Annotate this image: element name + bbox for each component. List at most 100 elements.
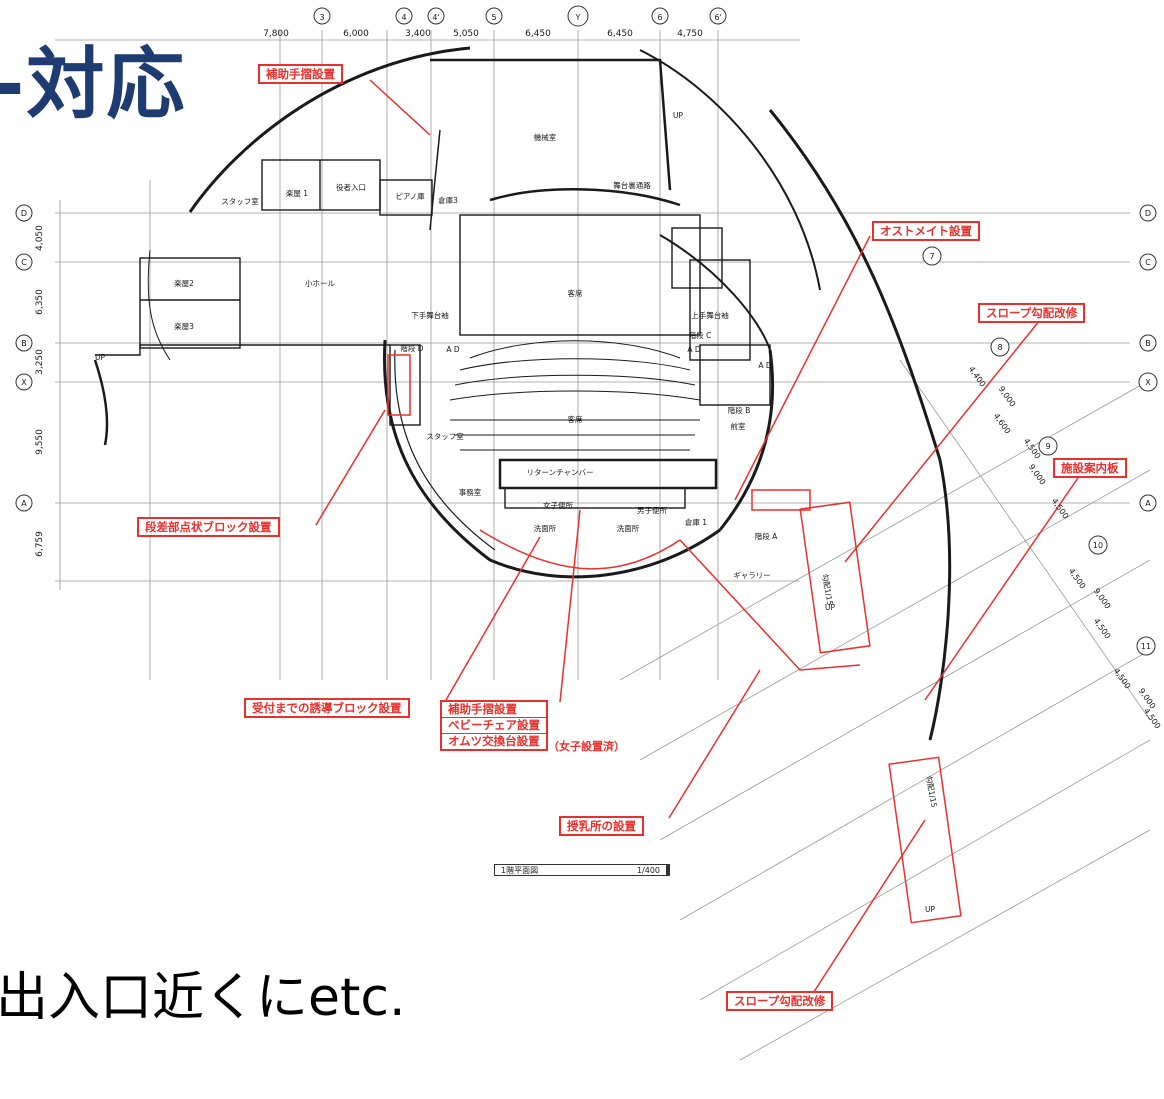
room-label: 洗面所 bbox=[617, 523, 640, 533]
room-label: 役者入口 bbox=[336, 182, 366, 192]
callout-guide-block: 受付までの誘導ブロック設置 bbox=[244, 698, 410, 718]
room-label: UP bbox=[673, 111, 683, 120]
room-label: 階段 C bbox=[689, 330, 712, 340]
room-label: 楽屋 1 bbox=[286, 188, 308, 198]
red-annotations bbox=[315, 79, 1081, 999]
top-dimension-label: 3,400 bbox=[405, 29, 431, 39]
room-label: 勾配1/15 bbox=[924, 775, 939, 808]
left-dimension-label: 6,759 bbox=[35, 531, 45, 557]
callout-ostomate: オストメイト設置 bbox=[872, 221, 980, 241]
diagonal-dimension-label: 9,000 bbox=[1092, 587, 1113, 611]
diagonal-grid-label: 10 bbox=[1093, 541, 1103, 550]
room-label: スタッフ室 bbox=[221, 196, 259, 206]
callout-slope-top: スロープ勾配改修 bbox=[978, 303, 1086, 323]
left-grid-label: C bbox=[21, 258, 27, 267]
callout-guide-board: 施設案内板 bbox=[1053, 458, 1127, 478]
diagonal-dimension-label: 9,000 bbox=[1027, 463, 1048, 487]
right-grid-label: C bbox=[1145, 258, 1151, 267]
room-label: 小ホール bbox=[305, 279, 335, 288]
room-label: 客席 bbox=[568, 288, 583, 298]
left-dimension-label: 9,550 bbox=[35, 429, 45, 455]
seating-rows bbox=[449, 340, 701, 451]
room-label: UP bbox=[95, 353, 105, 362]
top-grid-label: Y bbox=[575, 13, 581, 22]
left-grid-label: D bbox=[21, 209, 27, 218]
diagonal-grid-label: 9 bbox=[1045, 442, 1050, 451]
room-label: 倉庫3 bbox=[438, 195, 458, 205]
top-grid-label: 4 bbox=[401, 13, 406, 22]
top-dimension-label: 6,450 bbox=[607, 29, 633, 39]
top-dimension-label: 5,050 bbox=[453, 29, 479, 39]
diagonal-grid-label: 11 bbox=[1141, 642, 1151, 651]
room-label: 楽屋3 bbox=[174, 321, 194, 331]
restroom-item-diaper-table: オムツ交換台設置 bbox=[448, 734, 540, 748]
building-outline bbox=[147, 46, 952, 741]
restroom-item-handrail: 補助手摺設置 bbox=[442, 702, 546, 718]
left-grid-label: B bbox=[21, 339, 27, 348]
left-dimension-label: 3,250 bbox=[35, 349, 45, 375]
callout-tactile-steps: 段差部点状ブロック設置 bbox=[137, 517, 280, 537]
callout-restroom-group: 補助手摺設置 ベビーチェア設置 オムツ交換台設置 bbox=[440, 700, 548, 751]
top-grid-label: 6' bbox=[714, 13, 721, 22]
room-label: 階段 A bbox=[755, 531, 778, 541]
plan-title: 1階平面図 bbox=[501, 865, 539, 875]
room-label: 勾配1/15 bbox=[820, 573, 835, 606]
callout-slope-bottom: スロープ勾配改修 bbox=[726, 991, 834, 1011]
top-grid-label: 4' bbox=[432, 13, 439, 22]
room-label: 舞台裏通路 bbox=[613, 180, 651, 190]
room-label: A D bbox=[758, 361, 772, 370]
room-label: 女子便所 bbox=[543, 500, 573, 510]
room-label: 客席 bbox=[568, 414, 583, 424]
top-dimension-label: 7,800 bbox=[263, 29, 289, 39]
right-grid-label: D bbox=[1145, 209, 1151, 218]
left-dimension-label: 6,350 bbox=[35, 289, 45, 315]
diagonal-dimension-label: 4,500 bbox=[1092, 617, 1113, 641]
diagonal-grid bbox=[619, 359, 1151, 1061]
plan-title-block: 1階平面図 1/400 bbox=[494, 864, 670, 876]
room-label: 下手舞台袖 bbox=[411, 310, 449, 320]
room-label: A D bbox=[446, 345, 460, 354]
room-label: 男子便所 bbox=[637, 505, 667, 515]
top-grid-bubbles bbox=[313, 5, 727, 27]
diagonal-dimension-label: 4,500 bbox=[1112, 667, 1133, 691]
top-dimension-label: 6,000 bbox=[343, 29, 369, 39]
diagonal-dimension-label: 4,400 bbox=[967, 365, 988, 389]
diagonal-dimension-label: 4,600 bbox=[992, 412, 1013, 436]
right-grid-label: A bbox=[1145, 499, 1151, 508]
diagonal-dimension-label: 4,500 bbox=[1067, 567, 1088, 591]
left-dimension-label: 4,050 bbox=[35, 225, 45, 251]
restroom-item-baby-chair: ベビーチェア設置 bbox=[442, 718, 546, 734]
top-grid-label: 3 bbox=[319, 13, 324, 22]
plan-scale: 1/400 bbox=[636, 865, 660, 875]
room-label: UP bbox=[825, 603, 835, 612]
left-grid-label: A bbox=[21, 499, 27, 508]
room-label: 洗面所 bbox=[534, 523, 557, 533]
room-label: 前室 bbox=[731, 421, 746, 431]
diagonal-dimension-label: 4,500 bbox=[1050, 497, 1071, 521]
slide-title-fragment: -対応 bbox=[0, 40, 187, 130]
right-grid-label: B bbox=[1145, 339, 1151, 348]
top-grid-label: 5 bbox=[491, 13, 496, 22]
top-dimension-label: 4,750 bbox=[677, 29, 703, 39]
diagonal-grid-label: 8 bbox=[997, 343, 1002, 352]
walls bbox=[93, 159, 771, 509]
room-label: ピアノ庫 bbox=[395, 191, 425, 201]
right-grid-label: X bbox=[1145, 378, 1151, 387]
top-dimension-label: 6,450 bbox=[525, 29, 551, 39]
room-label: UP bbox=[925, 905, 935, 914]
slide-bottom-fragment: 出入口近くにetc. bbox=[0, 968, 406, 1028]
room-label: リターンチャンバー bbox=[526, 468, 593, 477]
room-label: 倉庫 1 bbox=[685, 517, 707, 527]
room-label: スタッフ室 bbox=[426, 431, 464, 441]
callout-nursing-room: 授乳所の設置 bbox=[559, 816, 644, 836]
diagonal-grid-label: 7 bbox=[929, 252, 934, 261]
room-label: 機械室 bbox=[534, 132, 557, 142]
grid-lines bbox=[55, 30, 1130, 680]
room-label: 階段 D bbox=[400, 343, 423, 353]
callout-handrail-top: 補助手摺設置 bbox=[258, 64, 343, 84]
diagonal-dimension-label: 9,000 bbox=[997, 385, 1018, 409]
room-label: 楽屋2 bbox=[174, 278, 194, 288]
side-grid-bubbles bbox=[15, 204, 1158, 656]
